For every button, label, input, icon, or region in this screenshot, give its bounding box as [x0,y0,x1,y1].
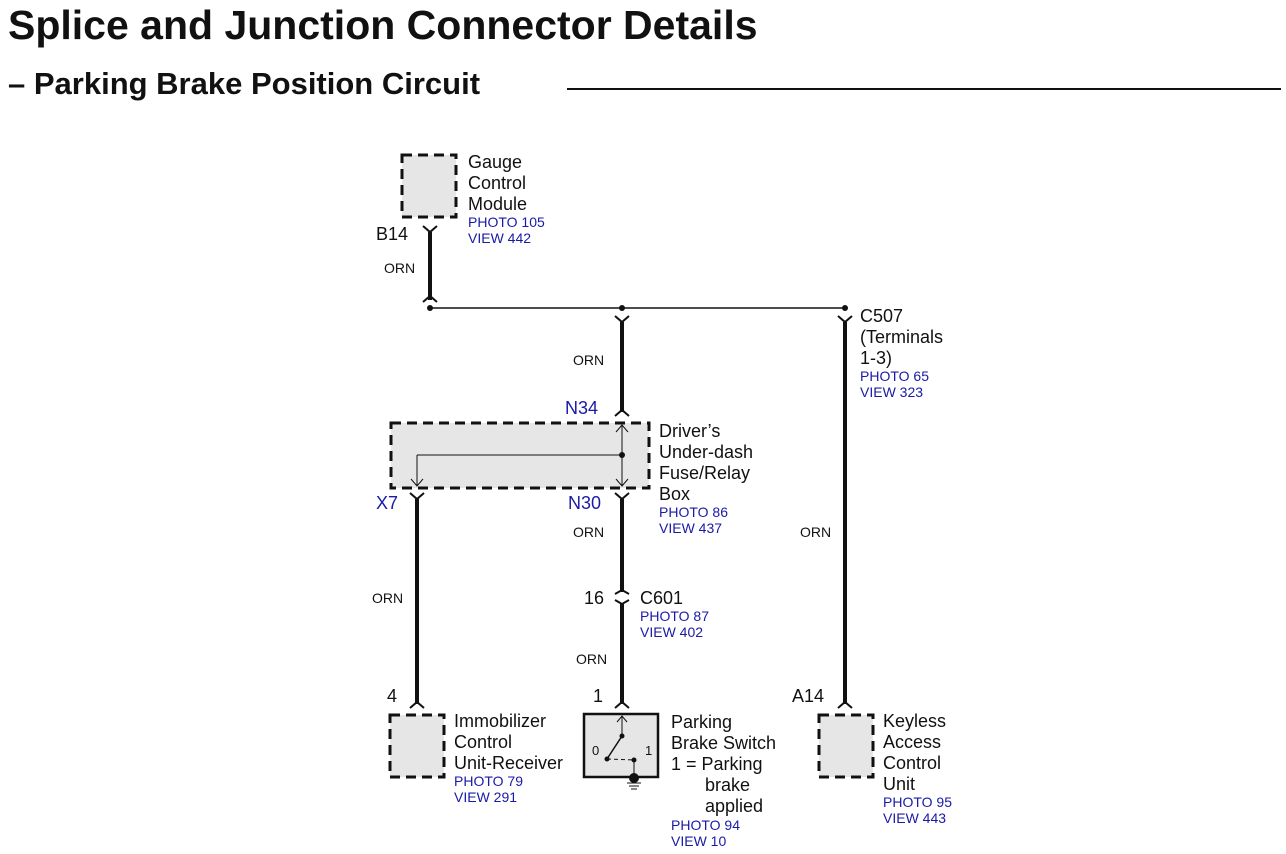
c601-photo-ref[interactable]: PHOTO 87 [640,608,709,624]
switch-dashed-link [606,758,635,761]
immobilizer-photo-ref[interactable]: PHOTO 79 [454,773,523,789]
switch-label-line3: 1 = Parking [671,754,763,774]
ground-icon [627,782,641,790]
splice-dot-right [842,305,848,311]
fusebox-label-line4: Box [659,484,690,504]
pin-n34: N34 [565,398,598,418]
gauge-label-line3: Module [468,194,527,214]
switch-label-line1: Parking [671,712,732,732]
keyless-view-ref[interactable]: VIEW 443 [883,810,946,826]
switch-arm [606,735,623,760]
wire-label-gauge: ORN [384,260,415,276]
keyless-access-box[interactable] [817,713,875,779]
keyless-label-line2: Access [883,732,941,752]
connector-c507-icon [837,315,853,324]
gauge-label-line1: Gauge [468,152,522,172]
immobilizer-label-line2: Control [454,732,512,752]
switch-label-line5: applied [705,796,763,816]
keyless-label-line3: Control [883,753,941,773]
connector-b14-icon [422,225,438,234]
pin-keyless: A14 [792,686,824,706]
connector-c601-top-icon [614,588,630,595]
switch-ground-dot [629,773,639,783]
connector-c601-bottom-icon [614,599,630,606]
connector-keyless-icon [837,700,853,709]
switch-label-line4: brake [705,775,750,795]
c507-photo-ref[interactable]: PHOTO 65 [860,368,929,384]
fusebox-arrow-up-icon [615,424,629,433]
gauge-control-module-box[interactable] [400,153,458,219]
c507-label-line2: (Terminals [860,327,943,347]
fusebox-arrow-x7-icon [410,478,424,487]
wire-label-x7: ORN [372,590,403,606]
wire-label-splice-n34: ORN [573,352,604,368]
c601-pin: 16 [584,588,604,608]
wire-label-c507: ORN [800,524,831,540]
fusebox-label-line3: Fuse/Relay [659,463,750,483]
gauge-photo-ref[interactable]: PHOTO 105 [468,214,545,230]
connector-mid-top-icon [614,315,630,324]
connector-x7-icon [409,492,425,501]
pin-b14: B14 [376,224,408,244]
switch-pos-1: 1 [645,743,652,758]
fusebox-view-ref[interactable]: VIEW 437 [659,520,722,536]
title-rule [567,88,1281,90]
switch-arrow-icon [616,715,628,723]
pin-x7: X7 [376,493,398,513]
connector-switch-icon [614,700,630,709]
keyless-label-line4: Unit [883,774,915,794]
immobilizer-label-line3: Unit-Receiver [454,753,563,773]
switch-pos-0: 0 [592,743,599,758]
wire-label-n30: ORN [573,524,604,540]
fusebox-arrow-down-icon [615,478,629,487]
pin-switch: 1 [593,686,603,706]
fusebox-label-line2: Under-dash [659,442,753,462]
splice-dot-mid [619,305,625,311]
immobilizer-view-ref[interactable]: VIEW 291 [454,789,517,805]
pin-n30: N30 [568,493,601,513]
c601-label: C601 [640,588,683,608]
page-subtitle: – Parking Brake Position Circuit [8,66,481,101]
c601-view-ref[interactable]: VIEW 402 [640,624,703,640]
connector-lower-b14-icon [422,294,438,303]
keyless-label-line1: Keyless [883,711,946,731]
connector-n30-icon [614,492,630,501]
gauge-view-ref[interactable]: VIEW 442 [468,230,531,246]
immobilizer-label-line1: Immobilizer [454,711,546,731]
page-title: Splice and Junction Connector Details [8,2,758,48]
switch-view-ref[interactable]: VIEW 10 [671,833,726,849]
keyless-photo-ref[interactable]: PHOTO 95 [883,794,952,810]
parking-brake-switch-box[interactable] [582,712,660,779]
c507-label-line1: C507 [860,306,903,326]
immobilizer-box[interactable] [388,713,446,779]
pin-immobilizer: 4 [387,686,397,706]
switch-photo-ref[interactable]: PHOTO 94 [671,817,740,833]
connector-immobilizer-icon [409,700,425,709]
c507-view-ref[interactable]: VIEW 323 [860,384,923,400]
switch-label-line2: Brake Switch [671,733,776,753]
c507-label-line3: 1-3) [860,348,892,368]
gauge-label-line2: Control [468,173,526,193]
fusebox-photo-ref[interactable]: PHOTO 86 [659,504,728,520]
fusebox-label-line1: Driver’s [659,421,720,441]
connector-n34-icon [614,408,630,417]
wire-label-c601: ORN [576,651,607,667]
